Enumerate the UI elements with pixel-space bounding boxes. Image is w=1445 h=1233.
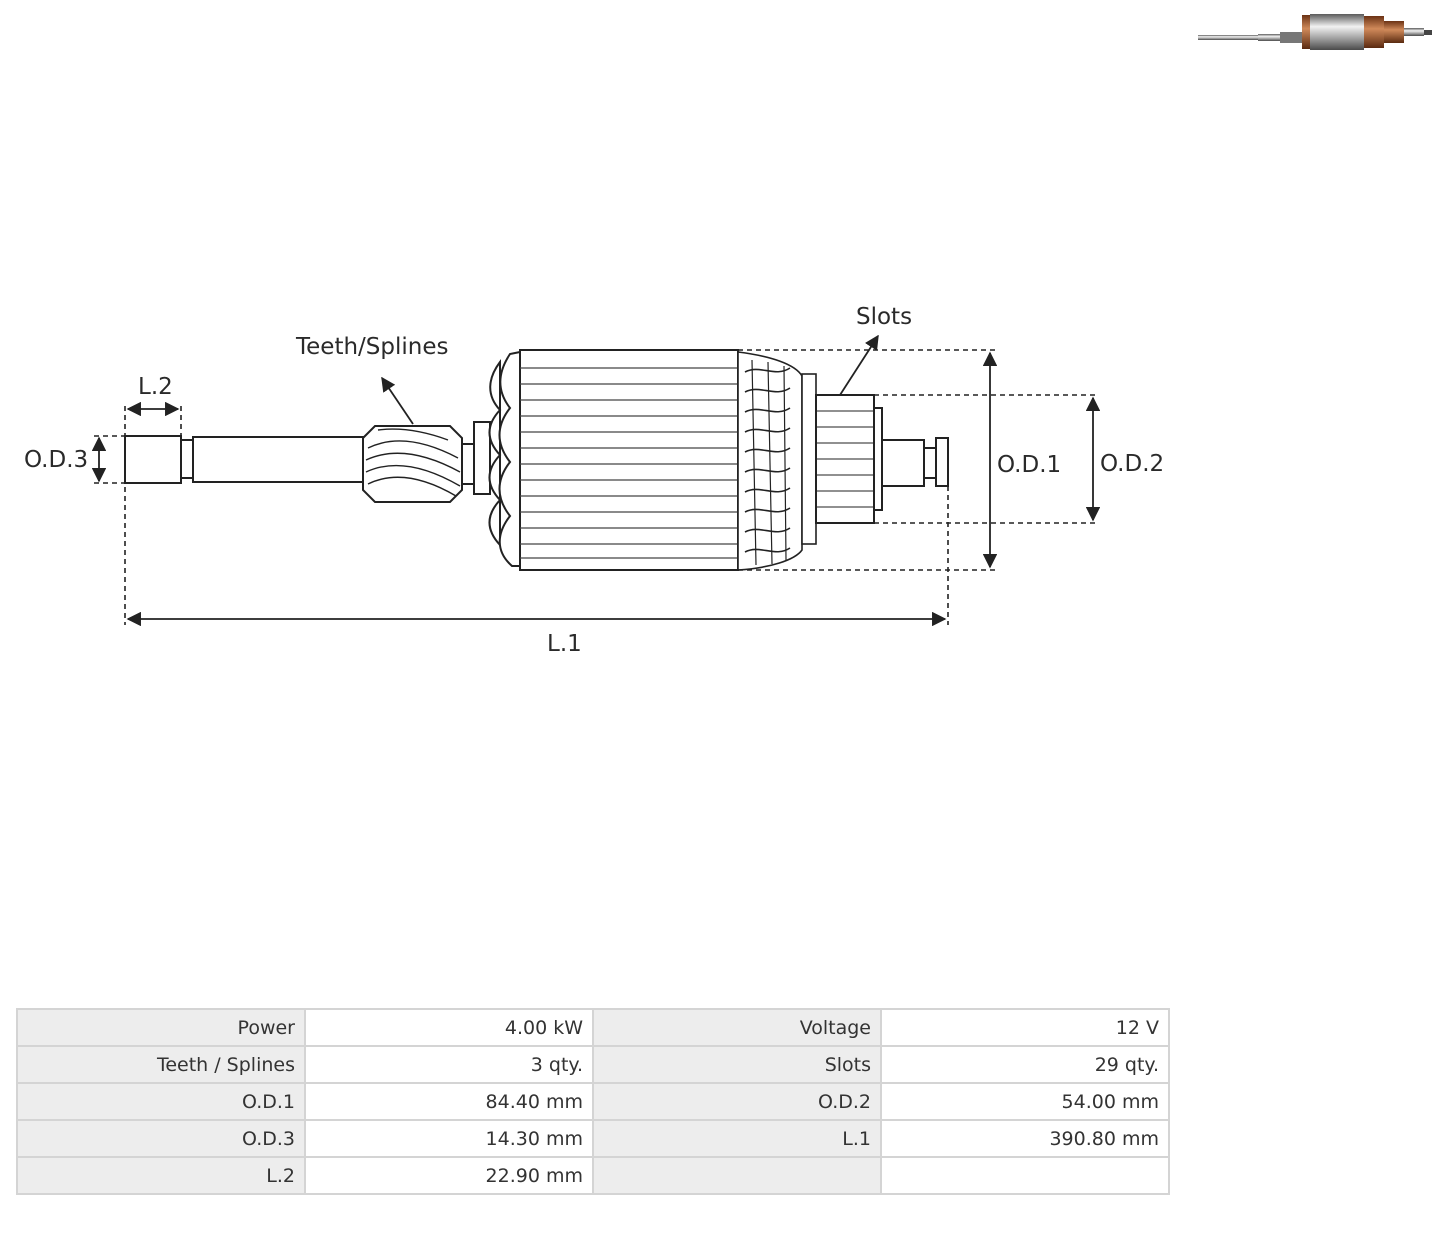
spec-value xyxy=(880,1156,1170,1195)
spec-key: L.2 xyxy=(16,1156,306,1195)
spec-value: 12 V xyxy=(880,1008,1170,1047)
spec-table: Power 4.00 kW Voltage 12 V Teeth / Splin… xyxy=(16,1008,1170,1195)
table-row: Power 4.00 kW Voltage 12 V xyxy=(16,1008,1170,1047)
right-windings xyxy=(737,351,817,571)
spec-key: Slots xyxy=(592,1045,882,1084)
od2-label: O.D.2 xyxy=(1100,451,1164,477)
spec-key: L.1 xyxy=(592,1119,882,1158)
spec-key: Voltage xyxy=(592,1008,882,1047)
product-thumbnail xyxy=(1198,14,1432,50)
teeth-splines-label: Teeth/Splines xyxy=(295,334,448,360)
table-row: O.D.1 84.40 mm O.D.2 54.00 mm xyxy=(16,1082,1170,1121)
slots-label: Slots xyxy=(856,304,912,330)
spec-key: O.D.3 xyxy=(16,1119,306,1158)
table-row: Teeth / Splines 3 qty. Slots 29 qty. xyxy=(16,1045,1170,1084)
armature-diagram: Teeth/Splines Slots L.2 O.D.3 O.D.1 O.D.… xyxy=(24,304,1164,657)
od3-label: O.D.3 xyxy=(24,447,88,473)
table-row: L.2 22.90 mm xyxy=(16,1156,1170,1195)
spec-value: 390.80 mm xyxy=(880,1119,1170,1158)
lamination-lines xyxy=(520,367,738,559)
spec-value: 3 qty. xyxy=(304,1045,594,1084)
spec-key: O.D.1 xyxy=(16,1082,306,1121)
spec-value: 29 qty. xyxy=(880,1045,1170,1084)
spec-value: 22.90 mm xyxy=(304,1156,594,1195)
commutator xyxy=(815,394,949,524)
spec-key: Power xyxy=(16,1008,306,1047)
armature-outline xyxy=(124,349,739,571)
l2-label: L.2 xyxy=(138,374,173,400)
spec-value: 54.00 mm xyxy=(880,1082,1170,1121)
dimension-arrows xyxy=(91,334,1101,627)
spec-key: Teeth / Splines xyxy=(16,1045,306,1084)
table-row: O.D.3 14.30 mm L.1 390.80 mm xyxy=(16,1119,1170,1158)
spec-value: 4.00 kW xyxy=(304,1008,594,1047)
spec-key: O.D.2 xyxy=(592,1082,882,1121)
spec-value: 84.40 mm xyxy=(304,1082,594,1121)
l1-label: L.1 xyxy=(547,631,582,657)
od1-label: O.D.1 xyxy=(997,452,1061,478)
spec-value: 14.30 mm xyxy=(304,1119,594,1158)
spec-key xyxy=(592,1156,882,1195)
